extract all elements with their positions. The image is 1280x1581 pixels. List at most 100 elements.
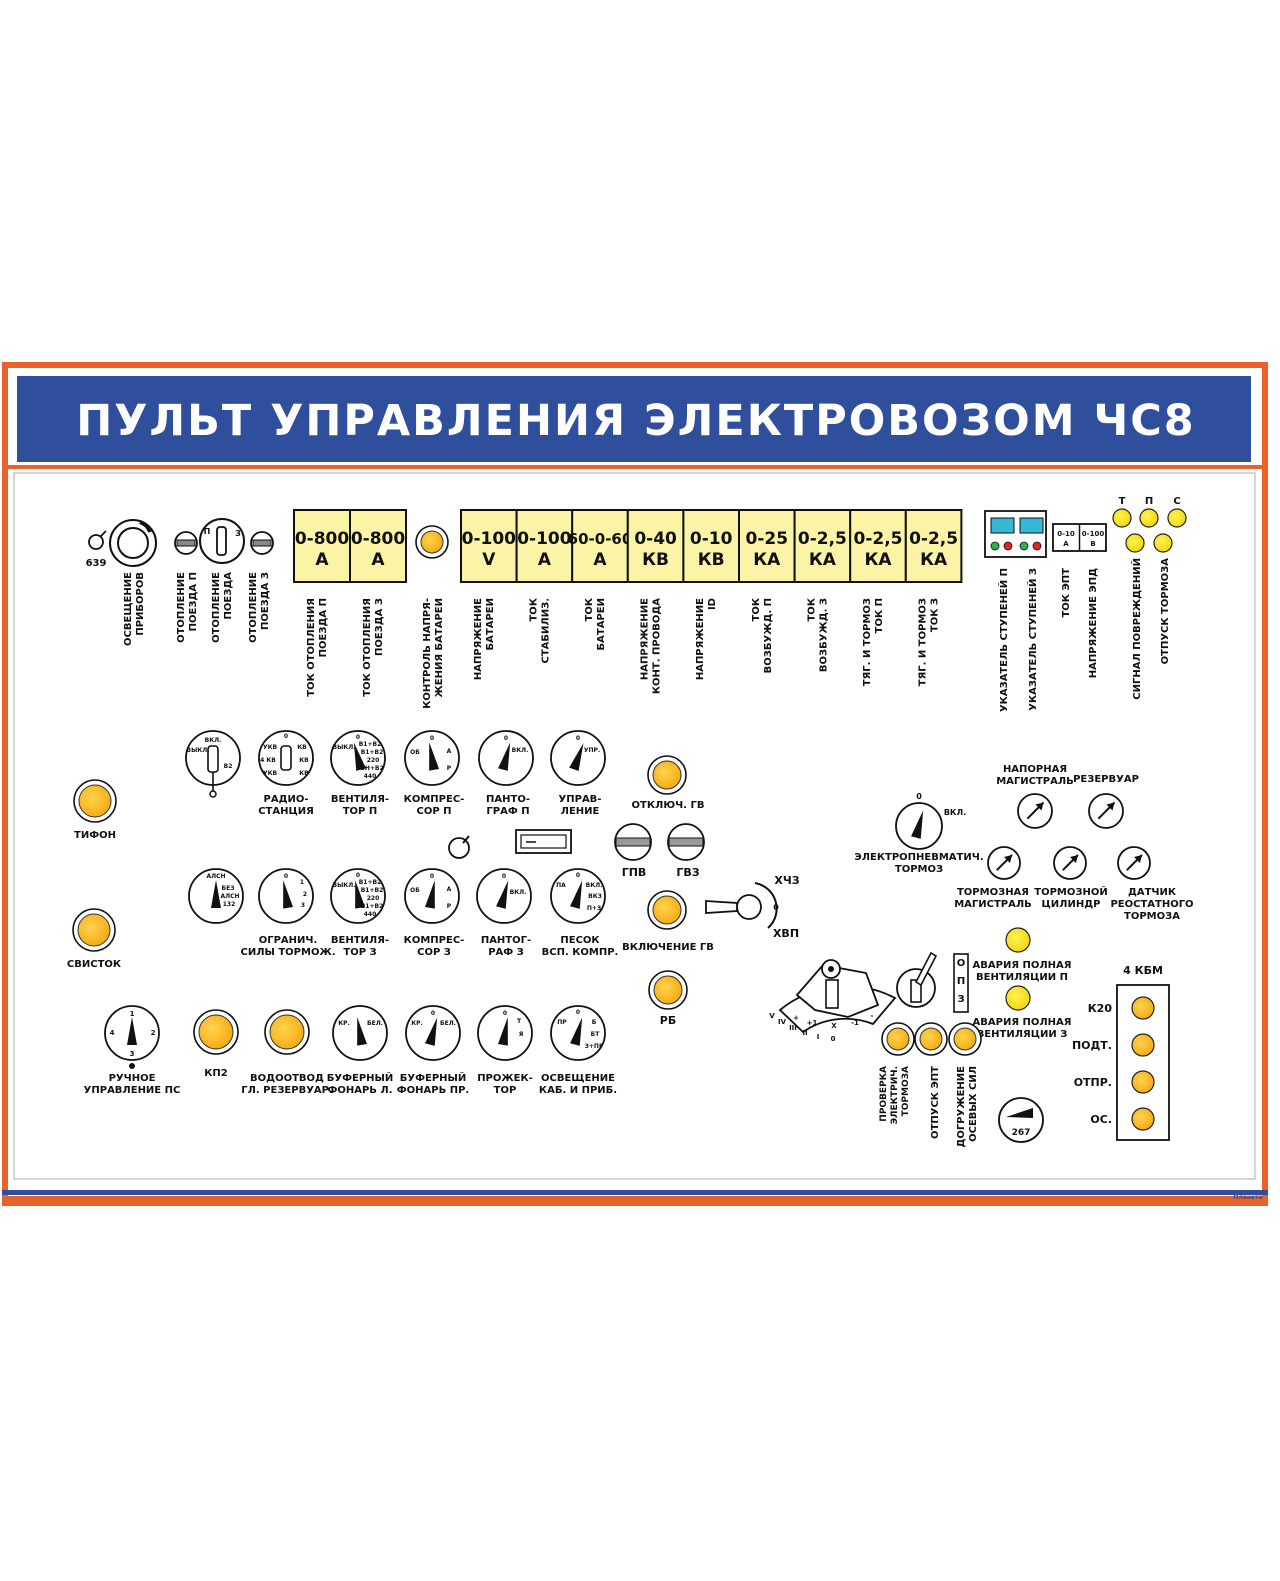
dial-row2-0[interactable] (258, 868, 314, 924)
dial-row2-4[interactable] (550, 868, 606, 924)
epn-tick: ВКЛ. (944, 808, 966, 817)
tps-letter: Т (1119, 496, 1126, 507)
meter-caption: ТОК (528, 597, 539, 621)
axle-load-button[interactable] (948, 1022, 982, 1056)
gv-on-label: ВКЛЮЧЕНИЕ ГВ (622, 942, 714, 953)
comp-tick: Р (447, 765, 452, 772)
epn-brake-dial[interactable] (895, 802, 943, 850)
meter-caption: ВОЗБУЖД. П (763, 598, 774, 673)
vent-tick: В1+В2 (361, 887, 384, 894)
gv-on-button[interactable] (647, 890, 687, 930)
heat-p-switch[interactable] (174, 531, 198, 555)
meter-caption: СТАБИЛИЗ. (540, 598, 551, 663)
step-indicator-led (1003, 541, 1013, 551)
reverser-hub[interactable] (736, 894, 762, 920)
gv-off-button[interactable] (647, 755, 687, 795)
ept-release-button[interactable] (914, 1022, 948, 1056)
meter-unit: КВ (698, 550, 725, 570)
vent-tick: В1+В2 (359, 741, 382, 748)
lighting-knob-inner (117, 527, 149, 559)
dial-pointer (569, 742, 584, 771)
rheo-sensor-label: РЕОСТАТНОГО (1110, 899, 1193, 910)
dial-row1-4[interactable] (550, 730, 606, 786)
manual-control-label: РУЧНОЕ (109, 1073, 156, 1084)
buffer-tick: БЕЛ. (440, 1020, 456, 1027)
meter-range: 0-40 (634, 529, 677, 549)
toggle-639-lever (99, 530, 107, 538)
row2-label: ОГРАНИЧ. (259, 935, 318, 946)
controller-scale-label: V (769, 1012, 775, 1020)
gpv-switch[interactable] (614, 823, 652, 861)
sand-tick: ПА (556, 882, 566, 889)
row3-label: ПРОЖЕК- (477, 1073, 533, 1084)
dial-row2-1[interactable] (330, 868, 386, 924)
limit-tick: 3 (301, 902, 305, 909)
controller-hub-dot (828, 966, 834, 972)
dial-row3-0[interactable] (332, 1005, 388, 1061)
heat-z-label: ПОЕЗДА З (260, 572, 271, 630)
vent-p-label: ВЕНТИЛЯЦИИ П (976, 972, 1068, 983)
meter-unit: КА (920, 550, 948, 570)
dial-row2-3[interactable] (476, 868, 532, 924)
kbm-label: ОТПР. (1074, 1076, 1112, 1089)
ept-voltage-unit: В (1090, 540, 1095, 548)
sand-tick: 0 (576, 872, 580, 879)
controller-handle (825, 979, 839, 1009)
orange-separator (8, 465, 1262, 469)
damage-signal-label: СИГНАЛ ПОВРЕЖДЕНИЙ (1130, 558, 1143, 700)
comp-tick: ОБ (410, 749, 420, 756)
dial-row2-2[interactable] (404, 868, 460, 924)
meter-caption: НАПРЯЖЕНИЕ (695, 598, 706, 680)
lighting-label: ПРИБОРОВ (135, 572, 146, 636)
light-tick: Я (519, 1031, 524, 1038)
limit-tick: 2 (303, 891, 307, 898)
cab-tick: ПР (557, 1019, 567, 1026)
alsn-tick: АЛСН (206, 873, 225, 880)
toggle-639-icon[interactable] (88, 534, 104, 550)
dial-row1-3[interactable] (478, 730, 534, 786)
buffer-tick: КР. (338, 1020, 350, 1027)
row1-label: ПАНТО- (486, 794, 530, 805)
brake-check-button[interactable] (881, 1022, 915, 1056)
rb-button[interactable] (648, 970, 688, 1010)
dial-row3-3[interactable] (550, 1005, 606, 1061)
pressure-line-gauge (1017, 793, 1053, 829)
rheo-sensor-gauge (1117, 846, 1151, 880)
row1-label: КОМПРЕС- (404, 794, 465, 805)
gvz-switch[interactable] (667, 823, 705, 861)
meter-unit: КА (809, 550, 837, 570)
right-meter: 0-2,5КА (904, 509, 963, 583)
drain-button[interactable] (264, 1009, 310, 1055)
driver-controller[interactable] (778, 959, 897, 1034)
brake-line-gauge (987, 846, 1021, 880)
dial-row1-2[interactable] (404, 730, 460, 786)
typhon-button[interactable] (73, 779, 117, 823)
step-indicator-led (1032, 541, 1042, 551)
dial-row3-1[interactable] (405, 1005, 461, 1061)
battery-check-lamp[interactable] (415, 525, 449, 559)
reverser-backward: ХВП (773, 927, 799, 940)
kp2-button[interactable] (193, 1009, 239, 1055)
radio-tick: КВ (299, 770, 309, 777)
kbm-lamp-0 (1131, 996, 1155, 1020)
heat-z-switch[interactable] (250, 531, 274, 555)
dial-tick: 0 (502, 873, 506, 880)
kbm-label: ПОДТ. (1072, 1039, 1112, 1052)
dial-row1-1[interactable] (330, 730, 386, 786)
dial-row3-2[interactable] (477, 1005, 533, 1061)
radio-label: СТАНЦИЯ (258, 806, 314, 817)
whistle-button[interactable] (72, 908, 116, 952)
manual-control-dial[interactable] (104, 1005, 160, 1061)
meter-unit: КА (864, 550, 892, 570)
key-switch-off: ВЫКЛ. (187, 747, 210, 754)
switch-bar (252, 539, 272, 547)
manual-tick: 4 (110, 1029, 115, 1037)
meter-unit: КВ (642, 550, 669, 570)
dial-tick: ВКЛ. (510, 889, 527, 896)
radio-tick: 4 КВ (260, 757, 276, 764)
meter-unit: А (371, 550, 385, 570)
vent-p-label: АВАРИЯ ПОЛНАЯ (973, 960, 1072, 971)
